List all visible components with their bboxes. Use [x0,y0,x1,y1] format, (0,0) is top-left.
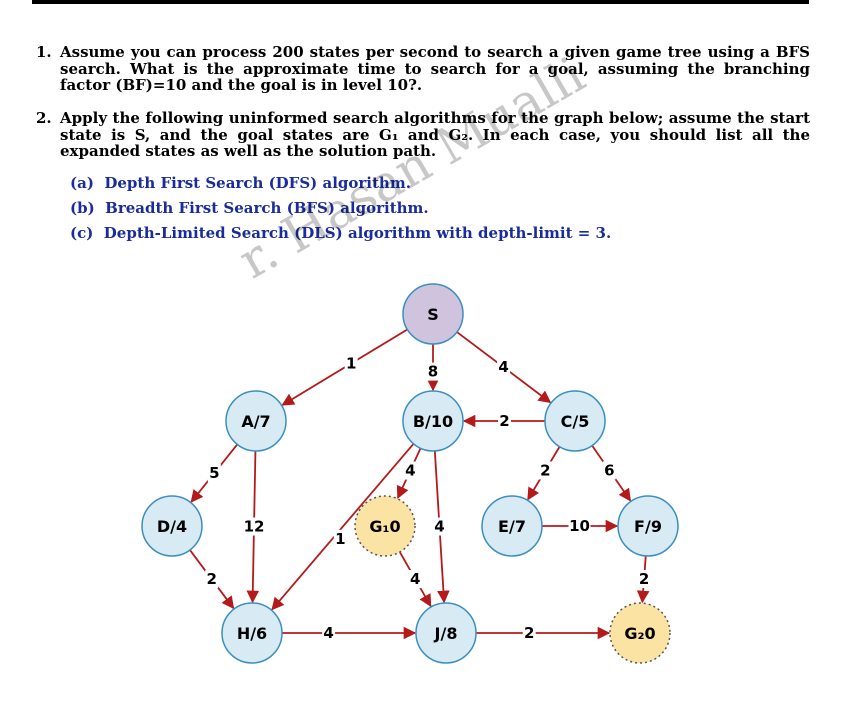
node-label: H/6 [237,624,267,643]
node-j: J/8 [415,602,477,664]
sub-item-c: (c) Depth-Limited Search (DLS) algorithm… [70,224,611,242]
edge-label-bg [637,570,651,589]
edge-label-j-g2: 2 [524,624,534,642]
edge-label-bg [205,570,219,589]
node-circle [221,602,283,664]
edge-label-c-b: 2 [499,412,509,430]
node-label: E/7 [498,517,526,536]
edge-label-a-d: 5 [209,464,219,482]
node-circle [481,495,543,557]
node-f: F/9 [617,495,679,557]
edge-label-bg [432,517,446,536]
node-circle [402,390,464,452]
node-label: B/10 [413,412,453,431]
node-label: G₂0 [624,624,655,643]
node-label: G₁0 [369,517,400,536]
edge-label-s-b: 8 [428,363,438,381]
edge-label-c-e: 2 [540,461,550,479]
node-label: J/8 [434,624,458,643]
node-circle [225,390,287,452]
edge-label-a-h: 12 [244,518,265,536]
edge-label-bg [497,358,511,377]
edge-label-bg [568,517,591,535]
node-circle [354,495,416,557]
edge-label-f-g2: 2 [639,570,649,588]
sub-item-b-text: Breadth First Search (BFS) algorithm. [105,199,429,217]
node-label: S [427,305,439,324]
sub-item-a-text: Depth First Search (DFS) algorithm. [104,174,411,192]
sub-item-a-label: (a) [70,174,94,192]
edge-label-e-f: 10 [569,517,590,535]
sub-item-a: (a) Depth First Search (DFS) algorithm. [70,174,411,192]
edge-label-bg [522,624,536,642]
edge-label-g1-j: 4 [410,570,420,588]
edge-label-b-g1: 4 [405,462,415,480]
node-circle [141,495,203,557]
edge-label-bg [602,461,616,480]
edge-label-bg [498,412,511,430]
node-c: C/5 [544,390,606,452]
sub-item-b-label: (b) [70,199,95,217]
node-g1: G₁0 [354,495,416,557]
node-circle [415,602,477,664]
node-label: C/5 [561,412,590,431]
edge-label-b-h: 1 [335,530,345,548]
question-1-text: Assume you can process 200 states per se… [60,43,810,94]
edge-label-bg [426,362,440,381]
question-2-number: 2. [36,109,52,127]
node-g2: G₂0 [609,602,671,664]
edge-label-bg [408,570,422,589]
node-circle [609,602,671,664]
edge-label-bg [243,517,266,536]
node-d: D/4 [141,495,203,557]
edge-label-bg [207,464,221,483]
edge-b-h [271,443,415,611]
node-label: A/7 [241,412,270,431]
node-a: A/7 [225,390,287,452]
edge-label-s-a: 1 [346,354,356,372]
edge-label-c-f: 6 [604,461,614,479]
question-2-text: Apply the following uninformed search al… [60,109,810,160]
edge-label-bg [322,624,336,642]
edge-label-h-j: 4 [323,624,333,642]
sub-item-c-text: Depth-Limited Search (DLS) algorithm wit… [103,224,612,242]
node-b: B/10 [402,390,464,452]
sub-item-c-label: (c) [70,224,94,242]
edge-label-b-j: 4 [434,518,444,536]
question-1: 1. Assume you can process 200 states per… [36,44,810,94]
node-circle [617,495,679,557]
node-label: F/9 [634,517,662,536]
node-e: E/7 [481,495,543,557]
node-circle [544,390,606,452]
edge-label-bg [344,354,358,373]
edge-label-bg [333,529,347,548]
node-circle [402,283,464,345]
sub-item-b: (b) Breadth First Search (BFS) algorithm… [70,199,429,217]
edge-label-bg [538,461,552,480]
node-h: H/6 [221,602,283,664]
edge-label-bg [403,461,417,480]
question-2: 2. Apply the following uninformed search… [36,110,810,160]
top-rule [32,0,809,4]
node-label: D/4 [157,517,187,536]
node-s: S [402,283,464,345]
question-1-number: 1. [36,43,52,61]
edge-label-d-h: 2 [206,570,216,588]
edge-label-s-c: 4 [498,358,508,376]
